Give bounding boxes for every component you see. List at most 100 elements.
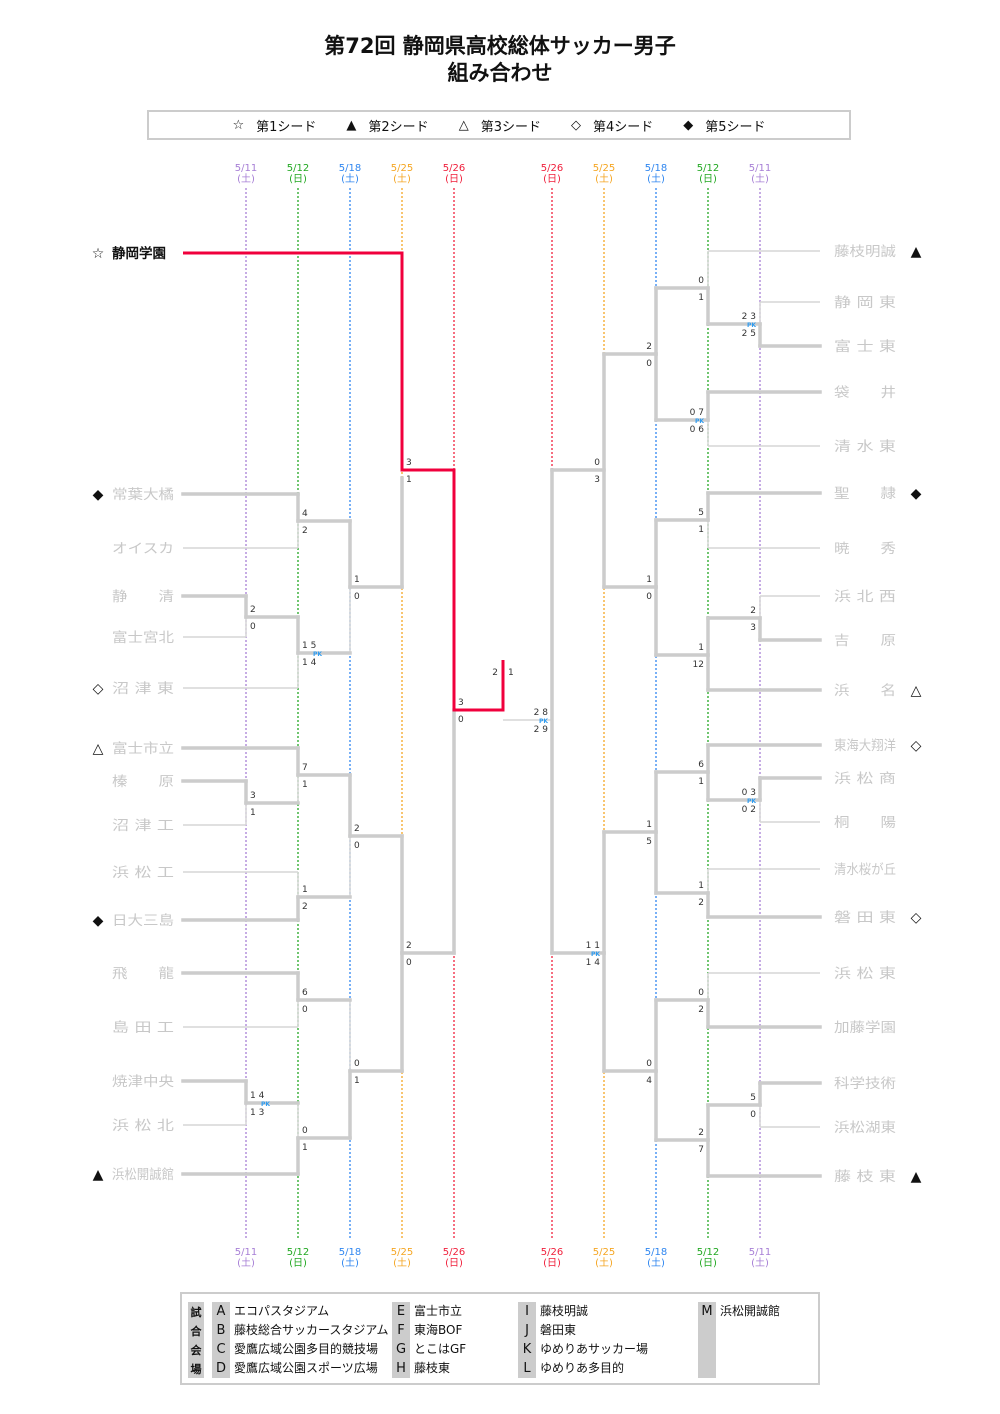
- team-name: 富士市立: [112, 740, 174, 757]
- venue-name: 愛鷹広域公園スポーツ広場: [234, 1361, 378, 1375]
- score-bottom: 0: [458, 715, 464, 725]
- venue-code: G: [395, 1342, 407, 1357]
- page-title: 第72回 静岡県高校総体サッカー男子: [324, 34, 676, 58]
- team-name: 島 田 工: [112, 1020, 174, 1036]
- score-top: 0 7: [690, 408, 704, 418]
- round-date-label: 5/26: [443, 163, 465, 174]
- score-top: 0: [646, 1059, 652, 1069]
- score-bottom: 3: [594, 475, 600, 485]
- pk-label: PK: [261, 1101, 270, 1108]
- score-bottom: 2: [698, 1005, 704, 1015]
- score-top: 7: [302, 763, 308, 773]
- score-top: 1 5: [302, 641, 316, 651]
- score-top: 0 3: [742, 788, 756, 798]
- score-top: 0: [698, 988, 704, 998]
- score-top: 2 3: [742, 312, 756, 322]
- team-name: 桐 陽: [834, 815, 896, 831]
- score-top: 5: [750, 1093, 756, 1103]
- seed-mark-icon: ☆: [232, 117, 245, 133]
- round-date-label: 5/25: [391, 1247, 413, 1258]
- score-top: 0: [354, 1059, 360, 1069]
- score-top: 6: [698, 760, 704, 770]
- round-date-label: (日): [445, 174, 463, 185]
- score-bottom: 1 3: [250, 1108, 264, 1118]
- score-top: 3: [250, 791, 256, 801]
- team-name: 静 岡 東: [834, 295, 896, 311]
- score-top: 1 1: [586, 941, 600, 951]
- team-name: オイスカ: [112, 541, 174, 557]
- venue-code: E: [396, 1304, 406, 1319]
- score-top: 4: [302, 509, 308, 519]
- venue-name: エコパスタジアム: [234, 1304, 330, 1318]
- venue-name: 愛鷹広域公園多目的競技場: [234, 1342, 379, 1356]
- seed-mark-icon: ◆: [93, 487, 104, 503]
- team-name: 浜 松 工: [112, 865, 174, 881]
- venue-name: 富士市立: [414, 1304, 463, 1318]
- round-date-label: 5/25: [391, 163, 413, 174]
- round-date-label: 5/12: [697, 1247, 719, 1258]
- venue-name: 浜松開誠館: [720, 1304, 781, 1318]
- round-date-label: (土): [595, 1256, 613, 1269]
- legend-label: 第4シード: [592, 119, 654, 135]
- pk-label: PK: [313, 651, 322, 658]
- team-name: 日大三島: [112, 913, 174, 929]
- score-top: 1: [354, 575, 360, 585]
- score-top: 3: [406, 458, 412, 468]
- score-bottom: 0 2: [742, 805, 756, 815]
- score-bottom: 0: [406, 958, 412, 968]
- score-top: 0: [302, 1126, 308, 1136]
- team-name: 焼津中央: [112, 1074, 175, 1090]
- score-top: 1: [698, 881, 704, 891]
- venue-code: I: [525, 1304, 529, 1319]
- seed-mark-icon: ◇: [93, 681, 104, 697]
- round-date-label: 5/11: [235, 163, 257, 174]
- round-date-label: 5/25: [593, 1247, 615, 1258]
- score-top: 2: [406, 941, 412, 951]
- score-bottom: 0 6: [690, 425, 705, 435]
- legend-label: 第3シード: [480, 119, 541, 135]
- score-bottom: 1 4: [586, 958, 601, 968]
- round-date-label: 5/12: [287, 163, 309, 174]
- score-bottom: 1: [698, 525, 704, 535]
- team-name: 沼 津 工: [112, 818, 174, 834]
- team-name: 静岡学園: [112, 245, 166, 262]
- team-name: 東海大翔洋: [834, 738, 896, 754]
- score-bottom: 4: [646, 1076, 652, 1086]
- round-date-label: (土): [237, 172, 255, 185]
- score-top: 5: [698, 508, 704, 518]
- venue-code-band: [518, 1302, 536, 1378]
- score-bottom: 0: [302, 1005, 308, 1015]
- round-date-label: (日): [699, 1258, 717, 1269]
- venue-heading-char: 場: [190, 1362, 202, 1376]
- venue-code: D: [215, 1361, 226, 1376]
- round-date-label: 5/18: [645, 163, 667, 174]
- team-name: 暁 秀: [834, 541, 896, 557]
- venue-heading: 試合会場: [188, 1302, 204, 1378]
- team-name: 沼 津 東: [112, 681, 174, 697]
- team-name: 清 水 東: [834, 439, 896, 455]
- score-bottom: 2: [302, 526, 308, 536]
- seed-mark-icon: ◇: [911, 738, 922, 754]
- score-top: 2: [750, 606, 756, 616]
- team-name: 富 士 東: [834, 338, 896, 355]
- team-name: 浜松開誠館: [112, 1167, 174, 1183]
- round-date-label: 5/12: [697, 163, 719, 174]
- score-bottom: 0: [354, 841, 360, 851]
- legend-item: ☆第1シード: [232, 116, 316, 135]
- venue-item: D 愛鷹広域公園スポーツ広場: [212, 1359, 389, 1378]
- team-name: 加藤学園: [834, 1020, 896, 1036]
- venue-name: 東海BOF: [414, 1323, 463, 1337]
- venue-code: B: [216, 1323, 226, 1338]
- team-name: 浜 松 商: [834, 771, 896, 787]
- score-bottom: 1: [354, 1076, 360, 1086]
- team-name: 聖 隷: [834, 486, 897, 502]
- seed-legend: ☆第1シード▲第2シード△第3シード◇第4シード◆第5シード: [147, 110, 851, 140]
- score-bottom: 1: [302, 780, 308, 790]
- score-top: 2: [250, 605, 256, 615]
- venue-code-band: [212, 1302, 230, 1378]
- round-date-label: (土): [341, 1256, 359, 1269]
